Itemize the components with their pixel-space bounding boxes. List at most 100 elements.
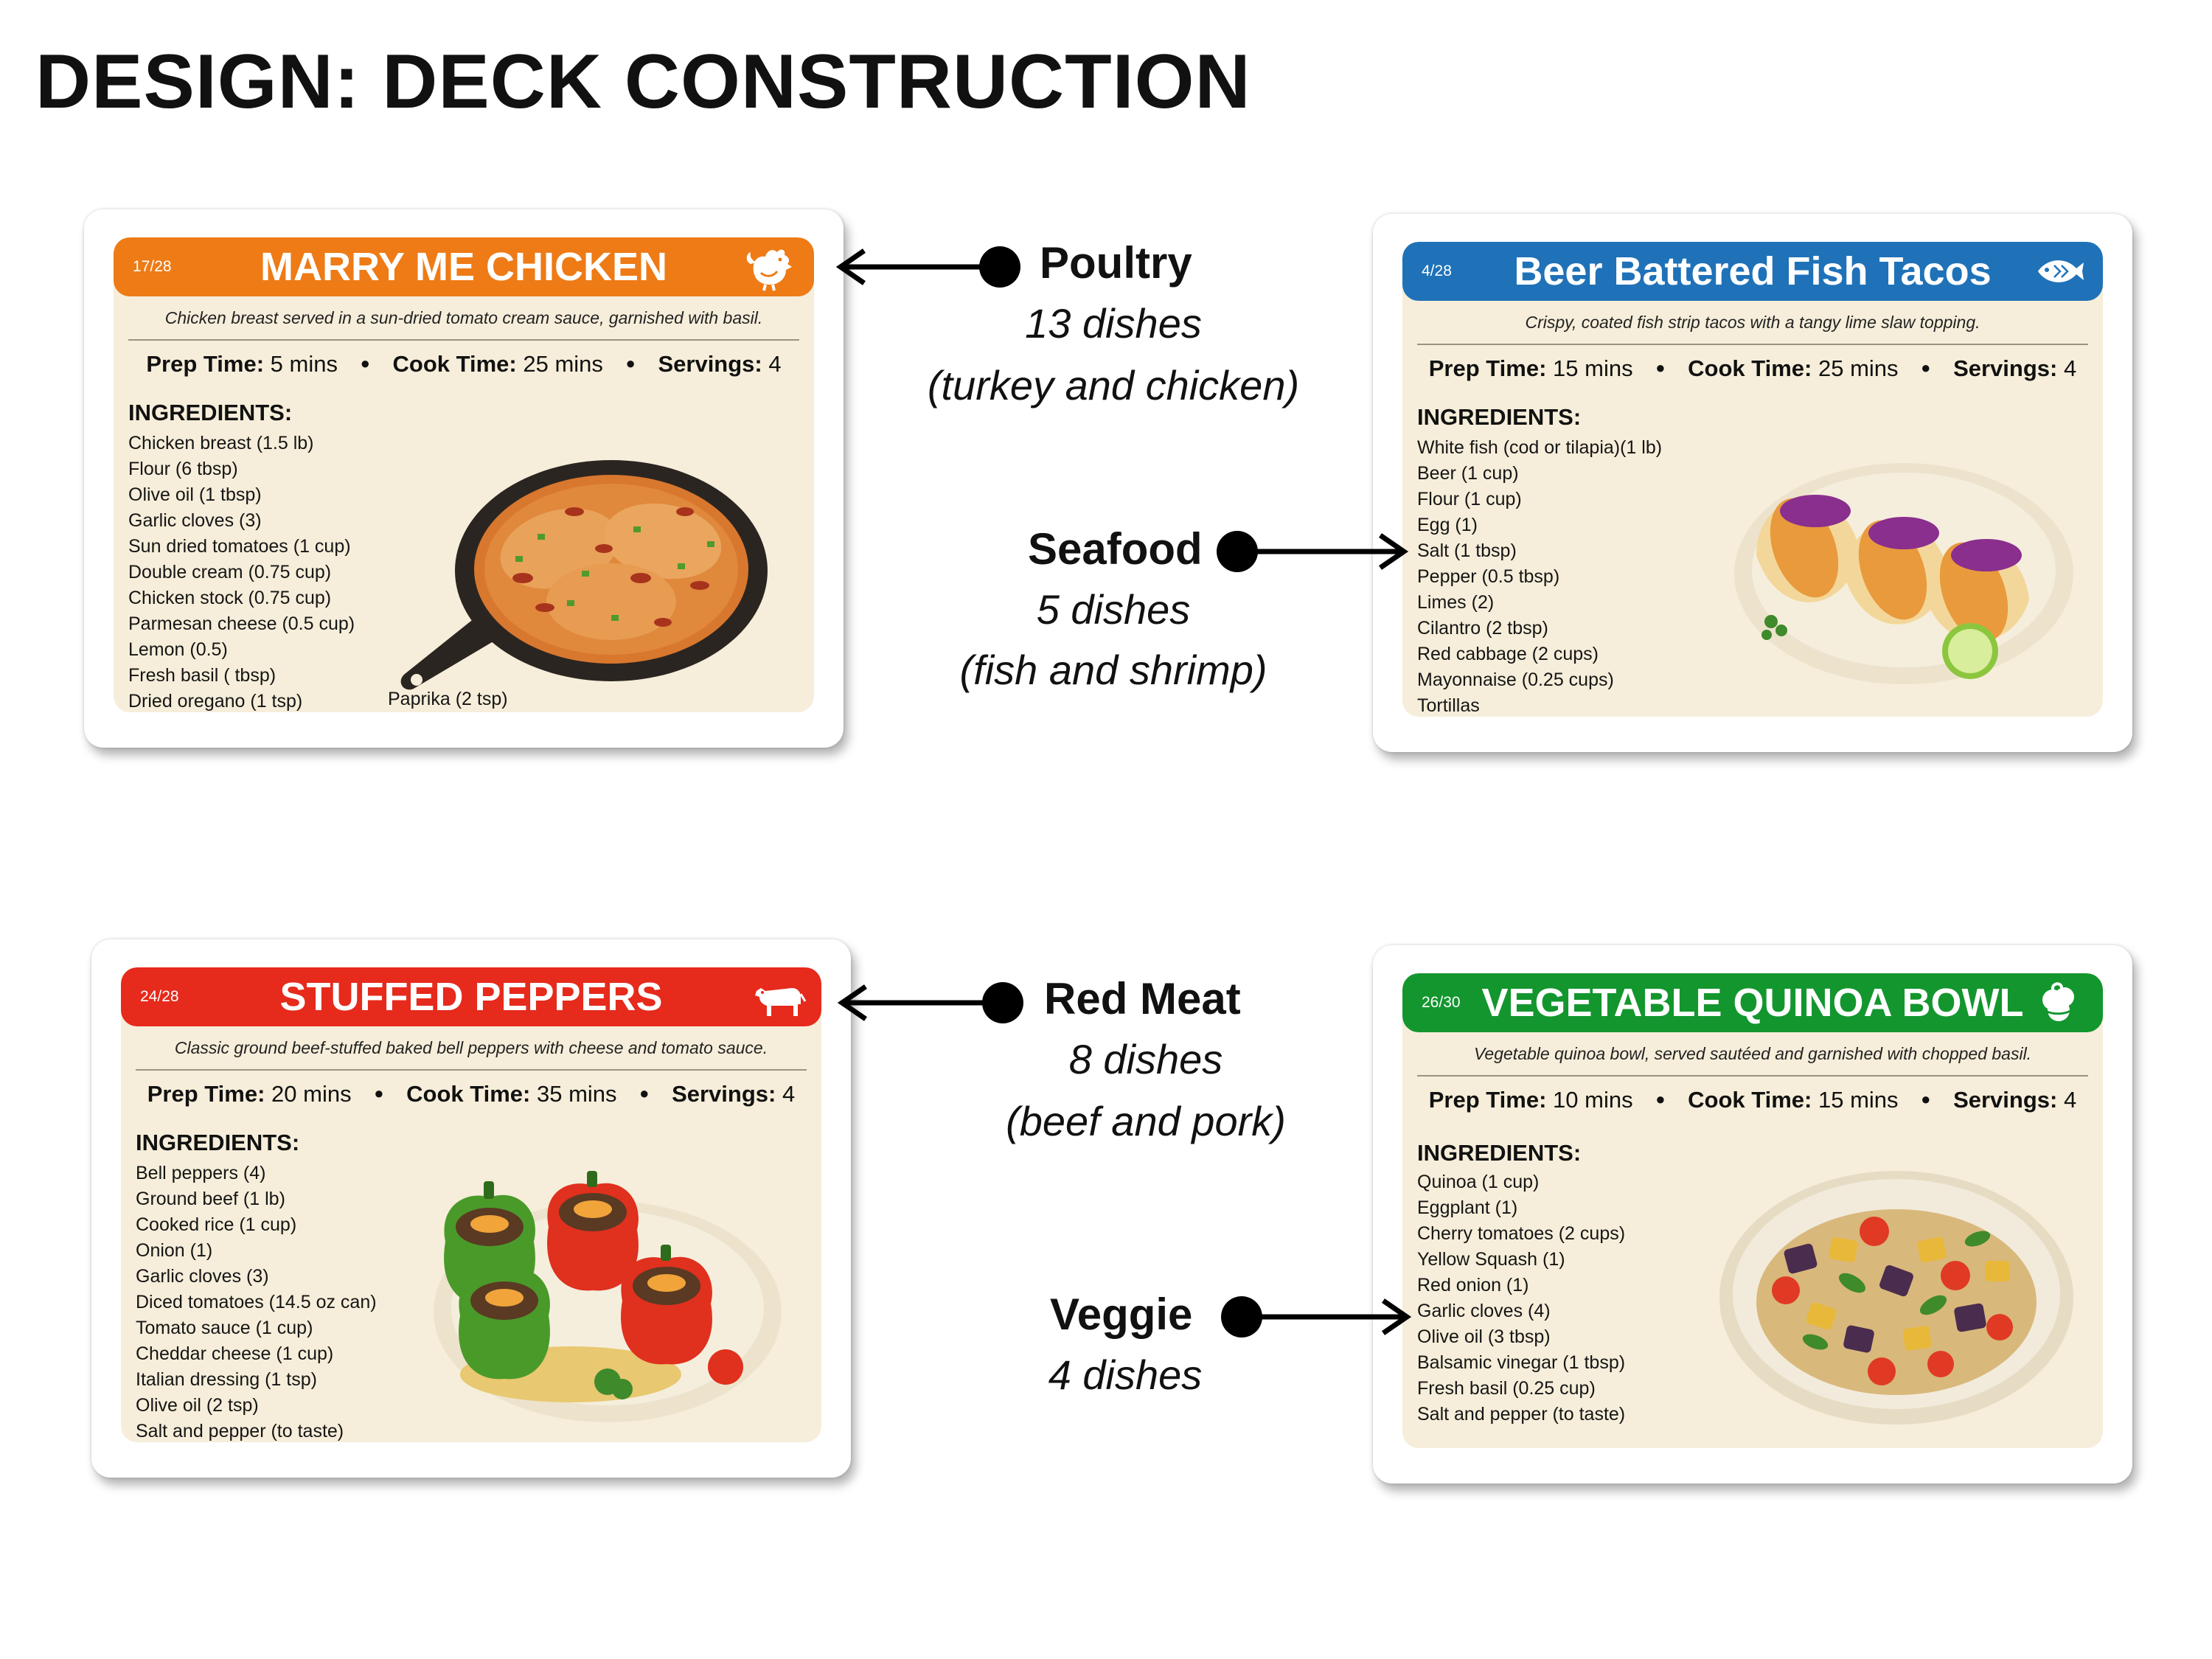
ingredient-item: Olive oil (1 tbsp) <box>128 484 262 505</box>
ingredients-title: INGREDIENTS: <box>128 400 293 425</box>
card-description: Chicken breast served in a sun-dried tom… <box>164 308 763 327</box>
ingredient-item: Cheddar cheese (1 cup) <box>136 1343 334 1364</box>
divider <box>128 339 799 341</box>
servings-label: Servings: <box>1953 1087 2058 1113</box>
ingredient-item: Garlic cloves (3) <box>136 1266 269 1287</box>
card-title: VEGETABLE QUINOA BOWL <box>1481 981 2024 1025</box>
servings-label: Servings: <box>658 351 762 377</box>
card-body: 4/28 Beer Battered Fish Tacos Crispy, co… <box>1402 242 2103 717</box>
card-index: 4/28 <box>1422 262 1452 279</box>
category-poultry-note: (turkey and chicken) <box>927 362 1300 408</box>
category-redmeat-note: (beef and pork) <box>1006 1098 1286 1144</box>
category-veggie-count: 4 dishes <box>1048 1352 1203 1398</box>
prep-label: Prep Time: <box>1428 1087 1547 1113</box>
card-banner: 4/28 Beer Battered Fish Tacos <box>1402 242 2103 301</box>
cook-label: Cook Time: <box>1688 355 1812 381</box>
category-veggie-name: Veggie <box>1050 1290 1193 1339</box>
prep-value: 20 mins <box>271 1081 352 1107</box>
ingredient-item: Quinoa (1 cup) <box>1417 1172 1540 1192</box>
ingredient-item: Chicken breast (1.5 lb) <box>128 433 314 453</box>
prep-label: Prep Time: <box>1428 355 1547 381</box>
card-title: Beer Battered Fish Tacos <box>1514 249 1992 293</box>
ingredient-item: Olive oil (2 tsp) <box>136 1395 259 1416</box>
servings-label: Servings: <box>1953 355 2058 381</box>
separator-dot: ● <box>1921 358 1931 377</box>
ingredient-item: Lemon (0.5) <box>128 639 228 660</box>
category-seafood-count: 5 dishes <box>1036 586 1191 633</box>
ingredient-item: Diced tomatoes (14.5 oz can) <box>136 1292 377 1312</box>
ingredients-title: INGREDIENTS: <box>1417 1140 1582 1166</box>
divider <box>1417 1075 2088 1077</box>
card-body: 26/30 VEGETABLE QUINOA BOWL Vegetable qu… <box>1402 973 2103 1448</box>
redmeat-connector <box>837 982 1023 1023</box>
ingredient-item: Limes (2) <box>1417 592 1495 613</box>
servings-value: 4 <box>782 1081 796 1107</box>
card-title: MARRY ME CHICKEN <box>260 245 668 289</box>
ingredient-item: Eggplant (1) <box>1417 1197 1518 1218</box>
category-poultry-name: Poultry <box>1040 238 1192 288</box>
ingredient-item: Cooked rice (1 cup) <box>136 1214 297 1235</box>
ingredients-list: Quinoa (1 cup) Eggplant (1) Cherry tomat… <box>1417 1169 1625 1427</box>
ingredient-item: Italian dressing (1 tsp) <box>136 1369 317 1390</box>
category-redmeat-count: 8 dishes <box>1068 1036 1223 1082</box>
card-banner: 26/30 VEGETABLE QUINOA BOWL <box>1402 973 2103 1032</box>
card-description: Crispy, coated fish strip tacos with a t… <box>1525 313 1980 332</box>
servings-value: 4 <box>2063 1087 2077 1113</box>
ingredient-item: Flour (1 cup) <box>1417 489 1522 509</box>
card-index: 26/30 <box>1422 994 1461 1011</box>
cook-value: 15 mins <box>1818 1087 1899 1113</box>
seafood-connector <box>1217 531 1409 572</box>
ingredient-item: Tomato sauce (1 cup) <box>136 1318 313 1338</box>
ingredient-item: Pepper (0.5 tbsp) <box>1417 566 1560 587</box>
ingredient-item: Chicken stock (0.75 cup) <box>128 588 332 608</box>
card-description: Vegetable quinoa bowl, served sautéed an… <box>1473 1044 2032 1063</box>
ingredient-item: Red onion (1) <box>1417 1275 1529 1295</box>
ingredient-item: Paprika (2 tsp) <box>388 689 508 709</box>
servings-value: 4 <box>768 351 782 377</box>
ingredient-item: Egg (1) <box>1417 515 1478 535</box>
ingredient-item: Balsamic vinegar (1 tbsp) <box>1417 1352 1626 1373</box>
separator-dot: ● <box>639 1084 650 1102</box>
card-meta: Prep Time: 10 mins ● Cook Time: 15 mins … <box>1402 1087 2103 1113</box>
card-body: 24/28 STUFFED PEPPERS Classic ground bee… <box>121 967 821 1442</box>
category-poultry-count: 13 dishes <box>1025 300 1202 347</box>
recipe-card-quinoa-bowl[interactable]: 26/30 VEGETABLE QUINOA BOWL Vegetable qu… <box>1373 945 2132 1484</box>
poultry-connector <box>835 246 1020 288</box>
ingredient-item: Fresh basil ( tbsp) <box>128 665 276 686</box>
card-banner: 24/28 STUFFED PEPPERS <box>121 967 821 1026</box>
separator-dot: ● <box>625 354 636 372</box>
card-title: STUFFED PEPPERS <box>279 975 663 1019</box>
recipe-card-stuffed-peppers[interactable]: 24/28 STUFFED PEPPERS Classic ground bee… <box>91 939 851 1478</box>
ingredient-item: Salt and pepper (to taste) <box>1417 1404 1626 1425</box>
card-index: 24/28 <box>140 988 179 1005</box>
servings-value: 4 <box>2063 355 2077 381</box>
separator-dot: ● <box>1655 358 1666 377</box>
vegetables-icon <box>2042 982 2074 1021</box>
recipe-card-marry-me-chicken[interactable]: 17/28 MARRY ME CHICKEN Chicken breast se… <box>84 209 844 748</box>
ingredients-list: White fish (cod or tilapia)(1 lb) Beer (… <box>1417 435 1662 717</box>
ingredient-item: Sun dried tomatoes (1 cup) <box>128 536 351 557</box>
prep-label: Prep Time: <box>147 1081 265 1107</box>
cook-label: Cook Time: <box>406 1081 531 1107</box>
veggie-connector <box>1221 1296 1412 1338</box>
prep-value: 15 mins <box>1553 355 1633 381</box>
divider <box>136 1069 807 1071</box>
card-meta: Prep Time: 15 mins ● Cook Time: 25 mins … <box>1402 355 2103 382</box>
ingredient-item: Beer (1 cup) <box>1417 463 1519 484</box>
ingredient-item: White fish (cod or tilapia)(1 lb) <box>1417 437 1663 458</box>
card-banner: 17/28 MARRY ME CHICKEN <box>114 237 814 296</box>
ingredient-item: Onion (1) <box>136 1240 213 1261</box>
ingredient-item: Tortillas <box>1417 695 1480 716</box>
prep-value: 5 mins <box>270 351 338 377</box>
rooster-icon <box>746 249 792 291</box>
ingredient-item: Cherry tomatoes (2 cups) <box>1417 1223 1626 1244</box>
cook-value: 35 mins <box>536 1081 617 1107</box>
fish-tacos-illustration <box>1734 463 2073 684</box>
cook-value: 25 mins <box>523 351 603 377</box>
fish-icon <box>2038 260 2084 282</box>
recipe-card-fish-tacos[interactable]: 4/28 Beer Battered Fish Tacos Crispy, co… <box>1373 214 2132 752</box>
ingredient-item: Flour (6 tbsp) <box>128 459 238 479</box>
card-index: 17/28 <box>133 258 172 275</box>
ingredient-item: Red cabbage (2 cups) <box>1417 644 1599 664</box>
